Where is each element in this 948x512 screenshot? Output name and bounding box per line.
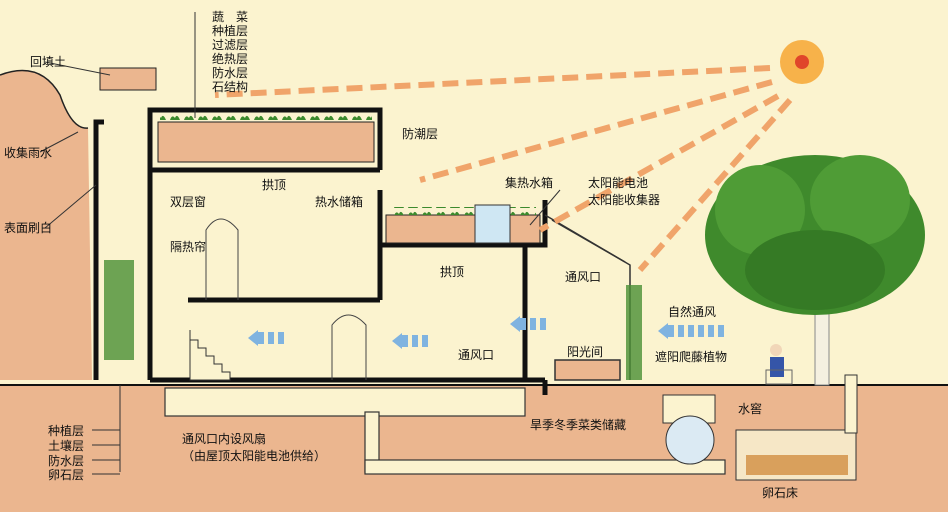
label-fan-note-2: （由屋顶太阳能电池供给） xyxy=(182,449,327,463)
label-veg: 蔬 菜 xyxy=(212,10,249,24)
roof-grass xyxy=(160,115,372,123)
label-natural-vent: 自然通风 xyxy=(668,305,717,319)
building-walls xyxy=(93,107,548,395)
left-vine xyxy=(104,260,134,360)
label-arch-roof-2: 拱顶 xyxy=(440,265,465,279)
air-flow-arrow-icon xyxy=(248,316,724,349)
arch-door-2 xyxy=(331,314,367,380)
roof-soil-2 xyxy=(385,214,541,244)
roof-soil xyxy=(157,121,375,163)
label-bottom-pebble: 卵石层 xyxy=(48,468,85,482)
label-double-window: 双层窗 xyxy=(170,195,207,209)
label-vent-2: 通风口 xyxy=(458,348,495,362)
label-bottom-plant: 种植层 xyxy=(48,424,85,438)
tree-icon xyxy=(705,155,925,386)
label-bottom-soil: 土壤层 xyxy=(48,439,85,453)
water-cellar-tank xyxy=(665,415,715,465)
chimney-soil xyxy=(99,67,157,91)
label-surface-white: 表面刷白 xyxy=(4,221,53,235)
label-insulation-layer: 绝热层 xyxy=(212,52,249,66)
label-sunroom: 阳光间 xyxy=(567,345,604,359)
label-hot-water-tank: 热水储箱 xyxy=(315,195,364,209)
sun-rays xyxy=(214,65,793,272)
label-moisture-layer: 防潮层 xyxy=(402,127,439,141)
label-bottom-waterproof: 防水层 xyxy=(48,454,85,468)
label-veg-storage: 旱季冬季菜类储藏 xyxy=(530,418,627,432)
label-vent-1: 通风口 xyxy=(565,270,602,284)
label-stone-structure: 石结构 xyxy=(212,80,249,94)
label-solar-battery: 太阳能电池 xyxy=(588,176,649,190)
label-solar-collector: 太阳能收集器 xyxy=(588,193,661,207)
label-rain-collect: 收集雨水 xyxy=(4,146,53,160)
sunroom-frame xyxy=(544,214,631,381)
roof-grass-2 xyxy=(390,207,536,215)
left-hill xyxy=(0,70,92,380)
label-plant-layer: 种植层 xyxy=(212,24,249,38)
label-shade-vine: 遮阳爬藤植物 xyxy=(655,350,728,364)
label-arch-roof-1: 拱顶 xyxy=(262,178,287,192)
label-pebble-bed: 卵石床 xyxy=(762,486,799,500)
label-water-cellar: 水窖 xyxy=(738,402,763,416)
underground-duct xyxy=(164,387,726,475)
stairs xyxy=(189,330,231,381)
label-filter-layer: 过滤层 xyxy=(212,38,249,52)
label-waterproof-layer: 防水层 xyxy=(212,66,249,80)
arch-door-1 xyxy=(205,218,239,300)
right-vine xyxy=(626,285,642,380)
label-insulating-curtain: 隔热帘 xyxy=(170,240,207,254)
label-fan-note-1: 通风口内设风扇 xyxy=(182,432,267,446)
label-backfill: 回填土 xyxy=(30,55,67,69)
hot-water-tank-icon xyxy=(474,204,511,244)
label-solar-collector-tank: 集热水箱 xyxy=(505,176,554,190)
person-icon xyxy=(765,344,793,385)
